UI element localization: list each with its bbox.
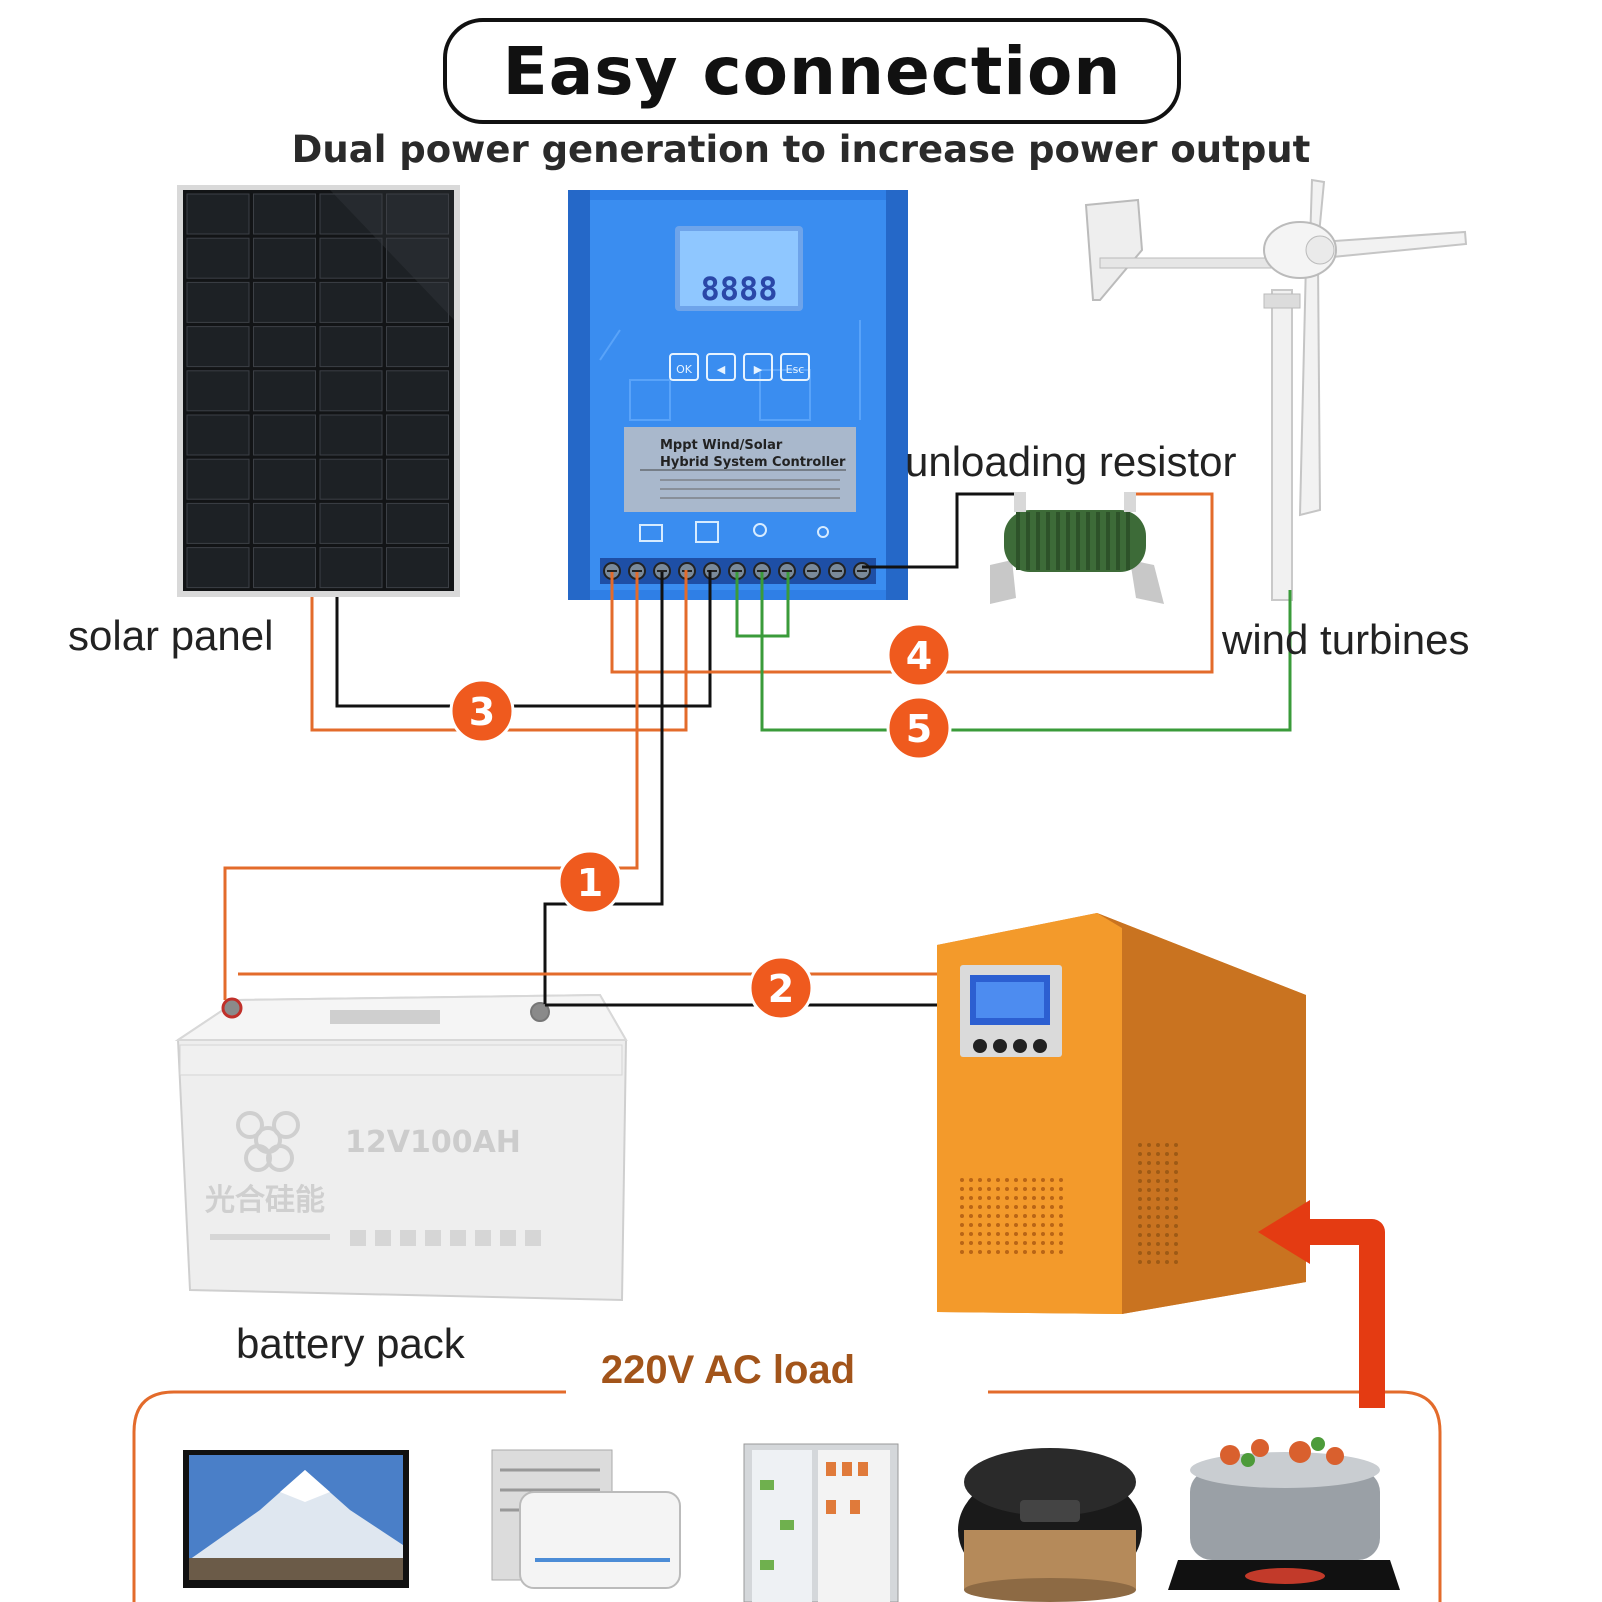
controller-button-label-1: ◀ (717, 363, 726, 376)
solar-panel-label: solar panel (68, 612, 274, 659)
page-title: Easy connection (502, 32, 1122, 110)
ac-load-frame (132, 1390, 1442, 1602)
connection-badge-4: 4 (886, 622, 952, 688)
connection-number-1: 1 (577, 861, 603, 905)
controller-name-line1: Mppt Wind/Solar (660, 438, 783, 453)
connection-badge-5: 5 (886, 695, 952, 761)
connection-badge-2: 2 (748, 955, 814, 1021)
tv-icon (183, 1450, 409, 1588)
connection-number-3: 3 (469, 690, 495, 734)
power-arrow-icon (1258, 1200, 1385, 1408)
battery-icon: 12V100AH 光合硅能 (174, 993, 628, 1302)
controller-button-label-3: Esc (786, 363, 805, 376)
battery-brand: 光合硅能 (205, 1183, 325, 1218)
battery-pack-label: battery pack (236, 1320, 465, 1367)
title-banner: Easy connection (443, 18, 1181, 124)
controller-button-1 (706, 353, 736, 381)
battery-rating: 12V100AH (345, 1125, 521, 1160)
air-conditioner-icon (491, 1449, 681, 1589)
connection-badge-1: 1 (557, 849, 623, 915)
lcd-readout: 8888 (700, 270, 777, 308)
ac-load-label: 220V AC load (568, 1348, 888, 1393)
solar-panel-icon (177, 185, 460, 597)
inverter-icon (937, 913, 1306, 1314)
refrigerator-icon (743, 1443, 899, 1602)
connection-number-2: 2 (768, 967, 794, 1011)
controller-name-line2: Hybrid System Controller (660, 455, 846, 470)
unloading-resistor-label: unloading resistor (905, 438, 1237, 485)
connection-badge-3: 3 (449, 678, 515, 744)
page-subtitle: Dual power generation to increase power … (291, 128, 1311, 171)
unloading-resistor-icon (990, 492, 1164, 604)
controller-button-label-2: ▶ (754, 363, 763, 376)
induction-cooker-icon (1168, 1437, 1400, 1590)
wind-turbine-icon (1084, 178, 1468, 601)
controller-button-0 (669, 353, 699, 381)
wind-turbines-label: wind turbines (1222, 616, 1470, 663)
connection-number-4: 4 (906, 634, 932, 678)
hybrid-controller-icon: 8888 OK ◀ ▶ Esc Mppt Wind/Solar Hybrid Syst… (568, 190, 908, 600)
controller-button-label-0: OK (676, 363, 693, 376)
controller-button-2 (743, 353, 773, 381)
connection-number-5: 5 (906, 707, 932, 751)
controller-button-3 (780, 353, 810, 381)
rice-cooker-icon (958, 1448, 1142, 1602)
